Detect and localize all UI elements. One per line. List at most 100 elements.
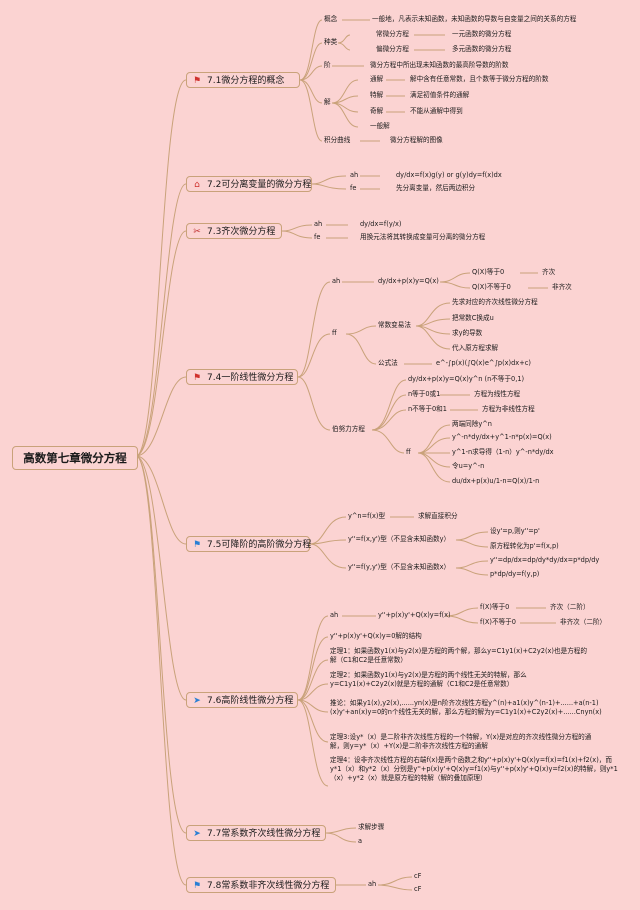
node-gongshifa-text: e^-∫p(x)(∫Q(x)e^∫p(x)dx+c) <box>436 359 531 367</box>
node-ah[interactable]: ah <box>350 171 359 179</box>
node-bstep-5: du/dx+p(x)u/1-n=Q(x)/1-n <box>452 477 540 485</box>
node-f-nonzero[interactable]: f(X)不等于0 <box>480 618 516 626</box>
node-tejie-text: 满足初值条件的通解 <box>410 91 470 99</box>
node-n-not-zero-one[interactable]: n不等于0和1 <box>408 405 447 413</box>
node-tongjie[interactable]: 通解 <box>370 75 384 83</box>
node-f-nonzero-text: 非齐次（二阶） <box>560 618 607 626</box>
node-type-3[interactable]: y''=f(y,y')型（不显含未知函数x） <box>348 563 451 571</box>
topic-title: 7.1微分方程的概念 <box>207 76 285 86</box>
node-f-zero-text: 齐次（二阶） <box>550 603 590 611</box>
node-ah[interactable]: ah <box>314 220 323 228</box>
node-gongshifa[interactable]: 公式法 <box>378 359 398 367</box>
node-jie[interactable]: 阶 <box>324 61 331 69</box>
node-changweifen[interactable]: 常微分方程 <box>376 30 409 38</box>
node-q-zero-text: 齐次 <box>542 268 556 276</box>
node-type-1[interactable]: y^n=f(x)型 <box>348 512 386 520</box>
node-jie-solution[interactable]: 解 <box>324 98 331 106</box>
topic-7-3[interactable]: ✂ 7.3齐次微分方程 <box>186 223 282 239</box>
node-type-3-text-2: p*dp/dy=f(y,p) <box>490 570 540 578</box>
topic-7-1[interactable]: ⚑ 7.1微分方程的概念 <box>186 72 300 88</box>
topic-title: 7.7常系数齐次线性微分方程 <box>207 829 321 839</box>
node-jifenquxian-text: 微分方程解的图像 <box>390 136 443 144</box>
topic-7-7[interactable]: ➤ 7.7常系数齐次线性微分方程 <box>186 825 326 841</box>
node-gainian-text: 一般地，凡表示未知函数，未知函数的导数与自变量之间的关系的方程 <box>372 15 577 23</box>
node-corollary: 推论：如果y1(x),y2(x),......yn(x)是n阶齐次线性方程y^(… <box>330 699 602 716</box>
node-n-zero-one-text: 方程为线性方程 <box>474 390 521 398</box>
node-ah-text[interactable]: dy/dx+p(x)y=Q(x) <box>378 277 439 285</box>
paper-plane-icon: ➤ <box>193 696 201 706</box>
node-type-1-text: 求解直接积分 <box>418 512 458 520</box>
node-qijie-text: 不能从通解中得到 <box>410 107 463 115</box>
node-ah[interactable]: ah <box>368 880 377 888</box>
node-type-2[interactable]: y''=f(x,y')型（不显含未知函数y） <box>348 535 451 543</box>
home-icon: ⌂ <box>194 180 200 190</box>
node-type-2-text-2: 原方程转化为p'=f(x,p) <box>490 542 559 550</box>
topic-title: 7.5可降阶的高阶微分方程 <box>207 540 312 550</box>
node-a[interactable]: a <box>358 837 363 845</box>
node-theorem-4: 定理4：设非齐次线性方程的右端f(x)是两个函数之和y''+p(x)y'+Q(x… <box>330 756 618 782</box>
node-tejie[interactable]: 特解 <box>370 91 384 99</box>
node-theorem-1: 定理1：如果函数y1(x)与y2(x)是方程的两个解，那么y=C1y1(x)+C… <box>330 647 587 664</box>
node-step-2: 把常数C换成u <box>452 314 494 322</box>
node-bernoulli[interactable]: 伯努力方程 <box>332 425 365 433</box>
node-pianweifen[interactable]: 偏微分方程 <box>376 45 409 53</box>
flag-icon: ⚑ <box>192 373 202 383</box>
node-ah[interactable]: ah <box>330 611 339 619</box>
node-changweifen-text: 一元函数的微分方程 <box>452 30 512 38</box>
tools-icon: ✂ <box>193 227 201 237</box>
node-fe-text: 先分离变量，然后两边积分 <box>396 184 476 192</box>
flag-icon: ⚑ <box>192 540 202 550</box>
node-changshubianyi[interactable]: 常数变易法 <box>378 321 411 329</box>
flag-icon: ⚑ <box>192 76 202 86</box>
node-fe[interactable]: fe <box>314 233 321 241</box>
node-cf-1: cF <box>414 872 422 880</box>
node-ah-text: dy/dx=f(y/x) <box>360 220 402 228</box>
node-zhonglei[interactable]: 种类 <box>324 38 338 46</box>
node-pianweifen-text: 多元函数的微分方程 <box>452 45 512 53</box>
flag-icon: ⚑ <box>192 881 202 891</box>
node-type-3-text-1: y''=dp/dx=dp/dy*dy/dx=p*dp/dy <box>490 556 600 564</box>
topic-title: 7.3齐次微分方程 <box>207 227 276 237</box>
node-solution-structure[interactable]: y''+p(x)y'+Q(x)y=0解的结构 <box>330 632 422 640</box>
topic-title: 7.4一阶线性微分方程 <box>207 373 294 383</box>
node-yibanjie[interactable]: 一般解 <box>370 122 390 130</box>
node-bstep-1: 两端同除y^n <box>452 420 492 428</box>
topic-7-4[interactable]: ⚑ 7.4一阶线性微分方程 <box>186 369 298 385</box>
node-bstep-3: y^1-n求导得（1-n）y^-n*dy/dx <box>452 448 554 456</box>
topic-7-5[interactable]: ⚑ 7.5可降阶的高阶微分方程 <box>186 536 312 552</box>
node-ff[interactable]: ff <box>406 448 411 456</box>
node-ff[interactable]: ff <box>332 329 337 337</box>
node-qijie[interactable]: 奇解 <box>370 107 384 115</box>
node-gainian[interactable]: 概念 <box>324 15 338 23</box>
node-jifenquxian[interactable]: 积分曲线 <box>324 136 351 144</box>
node-steps[interactable]: 求解步骤 <box>358 823 385 831</box>
node-ah-text: dy/dx=f(x)g(y) or g(y)dy=f(x)dx <box>396 171 502 179</box>
node-n-zero-one[interactable]: n等于0或1 <box>408 390 441 398</box>
node-cf-2: cF <box>414 885 422 893</box>
node-q-nonzero[interactable]: Q(X)不等于0 <box>472 283 511 291</box>
node-tongjie-text: 解中含有任意常数，且个数等于微分方程的阶数 <box>410 75 549 83</box>
topic-7-2[interactable]: ⌂ 7.2可分离变量的微分方程 <box>186 176 312 192</box>
node-n-not-zero-one-text: 方程为非线性方程 <box>482 405 535 413</box>
root-topic[interactable]: 高数第七章微分方程 <box>12 446 138 470</box>
node-ah-text[interactable]: y''+p(x)y'+Q(x)y=f(x) <box>378 611 451 619</box>
topic-7-6[interactable]: ➤ 7.6高阶线性微分方程 <box>186 692 298 708</box>
node-q-nonzero-text: 非齐次 <box>552 283 572 291</box>
paper-plane-icon: ➤ <box>193 829 201 839</box>
node-fe[interactable]: fe <box>350 184 357 192</box>
node-f-zero[interactable]: f(X)等于0 <box>480 603 510 611</box>
node-theorem-3: 定理3:设y*（x）是二阶非齐次线性方程的一个特解，Y(x)是对应的齐次线性微分… <box>330 733 592 750</box>
node-bstep-4: 令u=y^-n <box>452 462 485 470</box>
topic-title: 7.2可分离变量的微分方程 <box>207 180 312 190</box>
node-bstep-2: y^-n*dy/dx+y^1-n*p(x)=Q(x) <box>452 433 552 441</box>
node-theorem-2: 定理2：如果函数y1(x)与y2(x)是方程的两个线性无关的特解，那么y=C1y… <box>330 671 527 688</box>
node-step-3: 求y的导数 <box>452 329 483 337</box>
topic-title: 7.8常系数非齐次线性微分方程 <box>207 881 330 891</box>
node-ah[interactable]: ah <box>332 277 341 285</box>
node-type-2-text-1: 设y'=p,则y''=p' <box>490 527 540 535</box>
topic-7-8[interactable]: ⚑ 7.8常系数非齐次线性微分方程 <box>186 877 336 893</box>
node-step-4: 代入原方程求解 <box>452 344 499 352</box>
node-q-zero[interactable]: Q(X)等于0 <box>472 268 505 276</box>
node-bernoulli-eq: dy/dx+p(x)y=Q(x)y^n (n不等于0,1) <box>408 375 525 383</box>
